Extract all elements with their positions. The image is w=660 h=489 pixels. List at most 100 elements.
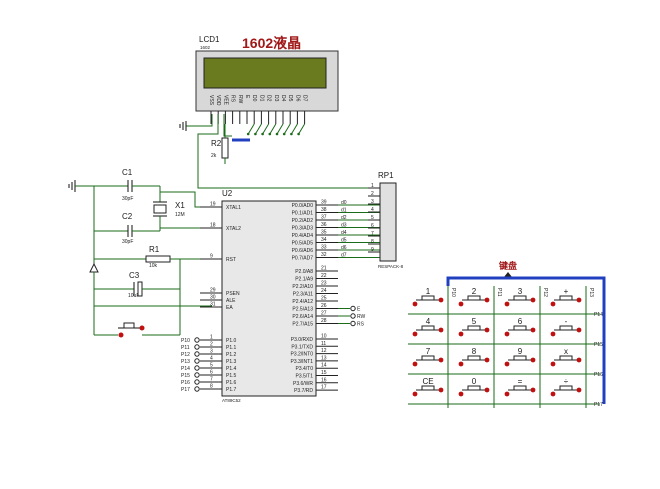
c3-ref: C3 (129, 271, 140, 280)
keypad-key-cap (467, 325, 481, 331)
lcd-pin-label: RW (237, 95, 243, 104)
p1-net-terminal (194, 372, 200, 378)
lcd-data-node (297, 132, 300, 136)
u2-right-pin-number: 16 (321, 377, 327, 383)
keypad-key-contact (484, 387, 490, 393)
keypad-key-contact (530, 297, 536, 303)
keypad-key-label: + (564, 287, 569, 296)
u2-right-pin-name: P2.5/A13 (292, 307, 313, 313)
reset-button[interactable] (123, 322, 135, 329)
keypad-key-contact (412, 361, 418, 367)
u2-ref: U2 (222, 189, 233, 198)
keypad-key-contact (484, 327, 490, 333)
keypad-row-net: P16 (594, 372, 603, 378)
keypad-key-label: 8 (472, 347, 477, 356)
p0-net-label: d3 (341, 223, 347, 229)
u2-left-pin-name: ALE (226, 298, 236, 304)
keypad-key-contact (550, 391, 556, 397)
lcd-data-wire (269, 123, 277, 135)
p2-net-label: RW (357, 314, 366, 320)
lcd-pin-label: D5 (287, 95, 293, 102)
u2-left-pin-name: EA (226, 305, 233, 311)
u2-right-pin-name: P3.1/TXD (291, 344, 313, 350)
keypad-key-contact (412, 301, 418, 307)
u2-left-pin-number: 31 (210, 302, 216, 308)
keypad-key-label: 3 (518, 287, 523, 296)
u2-right-pin-name: P0.1/AD1 (292, 211, 314, 217)
u2-left-pin-name: PSEN (226, 291, 240, 297)
u2-right-pin-number: 23 (321, 281, 327, 287)
p2-net-terminal (350, 313, 356, 319)
u2-right-pin-name: P3.5/T1 (295, 374, 313, 380)
keypad-key-contact (484, 357, 490, 363)
u2-right-pin-name: P3.7/RD (294, 388, 313, 394)
keypad-key-contact (530, 357, 536, 363)
u2-left-pin-name: XTAL1 (226, 205, 241, 211)
keypad-key-contact (412, 391, 418, 397)
keypad-key-cap (513, 385, 527, 391)
p0-net-label: d6 (341, 245, 347, 251)
keypad-key-cap (421, 295, 435, 301)
keypad-key-contact (576, 357, 582, 363)
keypad-key-contact (550, 331, 556, 337)
u2-left-pin-number: 8 (210, 384, 213, 390)
u2-left-pin-number: 7 (210, 377, 213, 383)
u2-right-pin-number: 33 (321, 245, 327, 251)
keypad-key-cap (559, 325, 573, 331)
rp1-pin-number: 2 (371, 191, 374, 197)
keypad-key-cap (467, 355, 481, 361)
rp1-ref: RP1 (378, 171, 394, 180)
p1-net-label: P12 (181, 352, 190, 358)
keypad-key-cap (513, 355, 527, 361)
c1-value: 30pF (122, 196, 133, 202)
mcu-component: U2 AT89C52 19XTAL118XTAL29RST29PSEN30ALE… (181, 189, 380, 403)
lcd-data-wire (298, 123, 306, 135)
keypad-key-label: x (564, 347, 568, 356)
r2-value: 2k (211, 153, 217, 159)
u2-left-pin-number: 5 (210, 363, 213, 369)
lcd-title: 1602液晶 (242, 35, 301, 51)
u2-right-pin-number: 12 (321, 348, 327, 354)
p2-net-label: E (357, 307, 361, 313)
keypad-key-contact (438, 327, 444, 333)
u2-left-pin-number: 29 (210, 288, 216, 294)
u2-right-pin-name: P2.1/A9 (295, 277, 313, 283)
rp1-part: RESPACK-8 (378, 264, 404, 269)
keypad-col-net: P11 (496, 288, 502, 297)
rp1-pin-number: 3 (371, 199, 374, 205)
p0-net-label: d0 (341, 200, 347, 206)
u2-right-pin-number: 32 (321, 252, 327, 258)
lcd-screen (203, 57, 327, 89)
p1-net-label: P10 (181, 338, 190, 344)
lcd-pin-label: D2 (266, 95, 272, 102)
u2-right-pin-number: 17 (321, 385, 327, 391)
u2-left-pin-number: 19 (210, 202, 216, 208)
u2-right-pin-name: P2.0/A8 (295, 269, 313, 275)
u2-right-pin-name: P0.2/AD2 (292, 218, 314, 224)
u2-right-pin-number: 13 (321, 355, 327, 361)
u2-right-pin-name: P2.6/A14 (292, 314, 313, 320)
u2-left-pin-name: P1.7 (226, 387, 237, 393)
keypad-key-contact (530, 387, 536, 393)
keypad-key-contact (412, 331, 418, 337)
keypad-key-label: 7 (426, 347, 431, 356)
lcd-pin-label: RS (230, 95, 236, 103)
keypad-key-cap (513, 325, 527, 331)
u2-left-pin-name: P1.6 (226, 380, 237, 386)
keypad-key-contact (484, 297, 490, 303)
u2-right-pin-name: P0.3/AD3 (292, 226, 314, 232)
p1-net-label: P16 (181, 380, 190, 386)
lcd-pin-label: VDD (215, 95, 221, 106)
lcd-pin-label: D7 (302, 95, 308, 102)
u2-right-pin-name: P2.4/A12 (292, 299, 313, 305)
keypad-key-label: = (518, 377, 523, 386)
keypad-col-net: P13 (588, 288, 594, 297)
keypad-key-label: - (565, 317, 568, 326)
keypad-key-contact (504, 361, 510, 367)
keypad-key-contact (576, 297, 582, 303)
lcd-data-wire (247, 123, 255, 135)
